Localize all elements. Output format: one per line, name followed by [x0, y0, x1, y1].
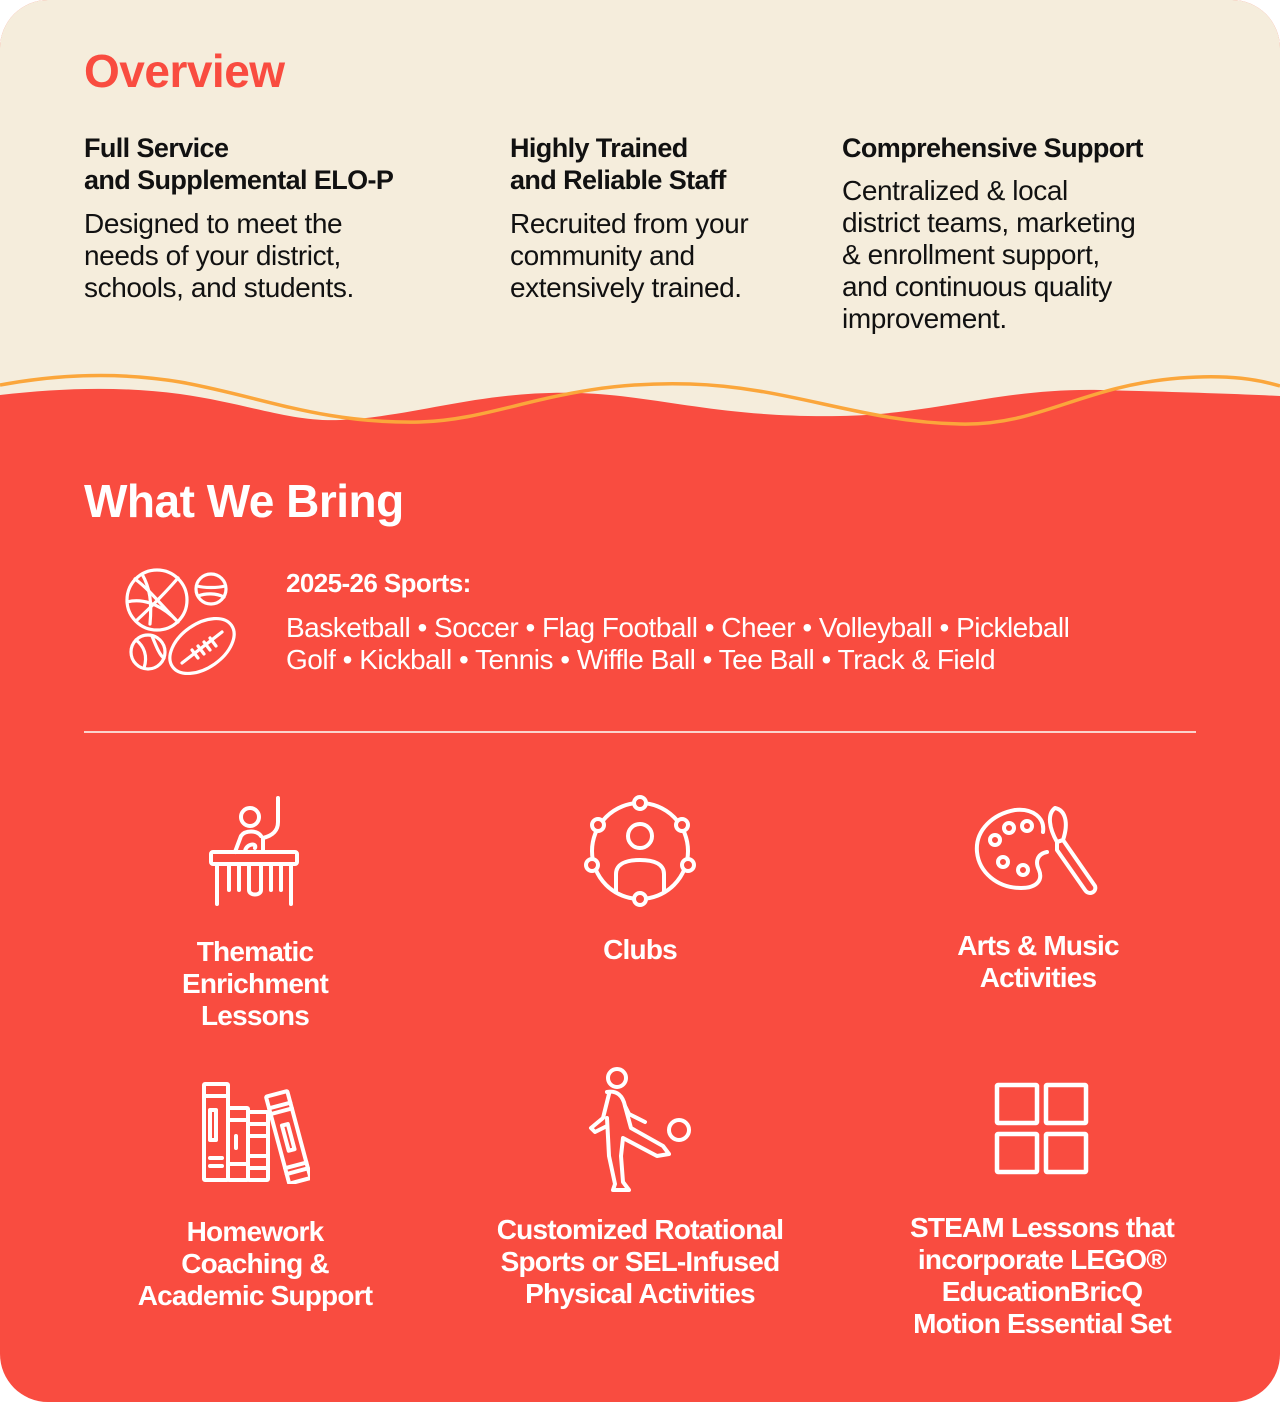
feature-label: STEAM Lessons that incorporate LEGO® Edu… [909, 1212, 1175, 1339]
sports-balls-icon [125, 568, 236, 676]
column-body: Recruited from your community and extens… [510, 208, 749, 303]
wave-divider [0, 373, 1280, 450]
student-raising-hand-icon [209, 796, 299, 906]
sports-list-line-1: Basketball • Soccer • Flag Football • Ch… [286, 612, 1070, 643]
feature-steam-lego: STEAM Lessons that incorporate LEGO® Edu… [872, 1082, 1212, 1340]
sports-list-line-2: Golf • Kickball • Tennis • Wiffle Ball •… [286, 644, 996, 675]
overview-column-support: Comprehensive Support Centralized & loca… [842, 132, 1222, 335]
column-heading: Highly Trained and Reliable Staff [510, 133, 726, 195]
feature-label: Thematic Enrichment Lessons [181, 936, 329, 1031]
overview-section: Overview Full Service and Supplemental E… [0, 0, 1280, 440]
feature-rotational-sports: Customized Rotational Sports or SEL-Infu… [456, 1066, 824, 1310]
feature-clubs: Clubs [490, 792, 790, 966]
kicking-ball-icon [589, 1067, 691, 1192]
grid-blocks-icon [994, 1082, 1089, 1175]
overview-column-full-service: Full Service and Supplemental ELO-P Desi… [84, 132, 484, 304]
section-divider [84, 731, 1196, 733]
feature-label: Homework Coaching & Academic Support [137, 1216, 373, 1311]
column-heading: Full Service and Supplemental ELO-P [84, 133, 394, 195]
paint-palette-icon [974, 806, 1098, 895]
column-heading: Comprehensive Support [842, 133, 1144, 163]
feature-homework: Homework Coaching & Academic Support [105, 1080, 405, 1312]
column-body: Designed to meet the needs of your distr… [84, 208, 354, 303]
feature-label: Arts & Music Activities [957, 930, 1119, 993]
overview-title: Overview [84, 45, 285, 97]
overview-column-staff: Highly Trained and Reliable Staff Recrui… [510, 132, 820, 304]
feature-thematic-enrichment: Thematic Enrichment Lessons [105, 792, 405, 1032]
sports-heading: 2025-26 Sports: [286, 568, 471, 598]
clubs-network-icon [584, 795, 696, 907]
column-body: Centralized & local district teams, mark… [842, 175, 1136, 334]
feature-arts-music: Arts & Music Activities [888, 800, 1188, 994]
books-icon [202, 1082, 310, 1184]
feature-label: Customized Rotational Sports or SEL-Infu… [496, 1214, 784, 1309]
what-we-bring-title: What We Bring [84, 475, 404, 527]
feature-label: Clubs [603, 934, 678, 965]
